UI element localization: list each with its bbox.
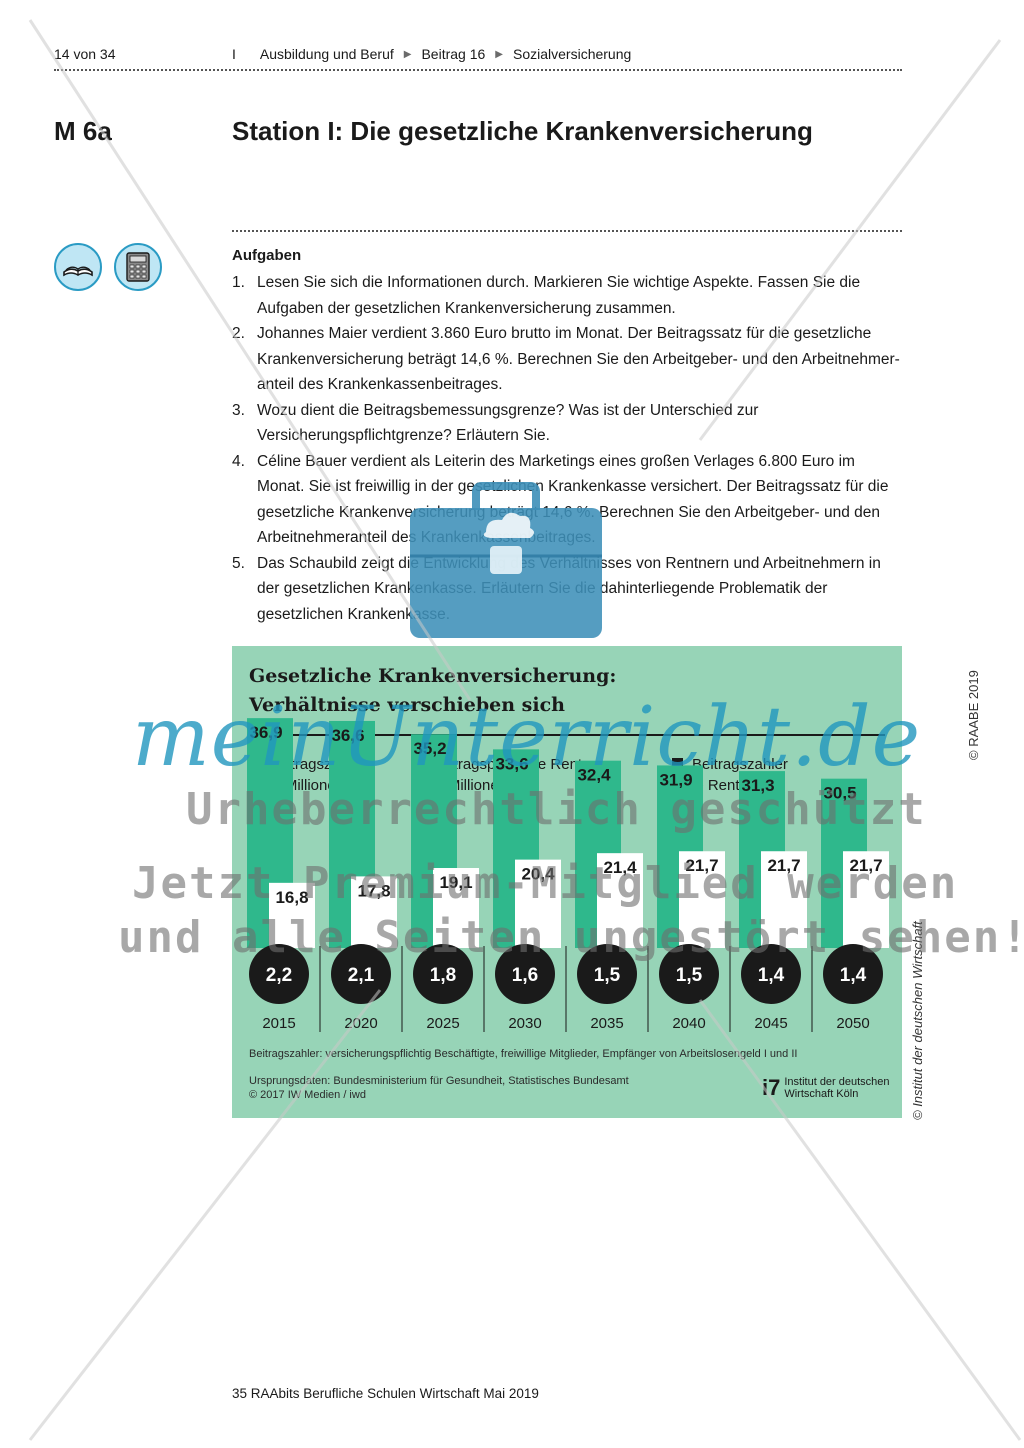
calculator-icon <box>114 243 162 291</box>
section-divider <box>232 230 902 232</box>
x-tick-label: 2020 <box>344 1015 377 1032</box>
triangle-right-icon: ▶ <box>403 48 412 60</box>
breadcrumb: I Ausbildung und Beruf ▶ Beitrag 16 ▶ So… <box>232 46 631 62</box>
bar-label-rentner: 19,1 <box>439 873 472 892</box>
bar-chart: 36,9 16,8 2,2 2015 36,6 17,8 2,1 2020 35,2 19,1 1,… <box>247 718 889 1032</box>
task-number: 4. <box>232 452 245 470</box>
chart-panel: Gesetzliche Krankenversicherung: Verhält… <box>232 646 902 1118</box>
task-text: Johannes Maier verdient 3.860 Euro brutt… <box>257 325 900 393</box>
task-number: 1. <box>232 274 245 291</box>
ratio-label: 1,8 <box>430 965 456 986</box>
watermark-text: Urheberrechtlich geschützt <box>186 784 927 835</box>
bar-rentner <box>679 851 725 948</box>
bar-label-beitragszahler: 30,5 <box>823 784 856 803</box>
x-tick-label: 2035 <box>590 1015 623 1032</box>
bar-rentner <box>843 851 889 948</box>
triangle-right-icon: ▶ <box>495 48 503 60</box>
x-tick-label: 2030 <box>508 1015 541 1032</box>
chart-footnote: Beitragszahler: versicherungspflichtig B… <box>249 1048 798 1060</box>
ratio-label: 2,2 <box>266 965 292 986</box>
iw-logo-mark: i7 <box>762 1075 781 1100</box>
task-number: 3. <box>232 401 245 419</box>
bar-label-beitragszahler: 31,9 <box>659 770 692 789</box>
bar-label-rentner: 21,7 <box>767 856 800 875</box>
ratio-circle <box>331 944 391 1004</box>
breadcrumb-item: Beitrag 16 <box>421 46 486 62</box>
bar-label-rentner: 20,4 <box>521 865 555 884</box>
x-tick-label: 2015 <box>262 1015 295 1032</box>
copyright-raabe: © RAABE 2019 <box>966 670 981 760</box>
ratio-circle <box>659 944 719 1004</box>
breadcrumb-section: I <box>232 46 236 62</box>
ratio-circle <box>495 944 555 1004</box>
bar-label-beitragszahler: 31,3 <box>741 776 774 795</box>
book-icon <box>54 243 102 291</box>
bar-rentner <box>597 853 643 948</box>
chart-title-rule <box>249 734 885 736</box>
ratio-label: 1,4 <box>758 965 785 986</box>
ratio-circle <box>413 944 473 1004</box>
bar-label-beitragszahler: 33,6 <box>495 754 528 773</box>
breadcrumb-item: Ausbildung und Beruf <box>259 46 394 62</box>
bar-label-rentner: 21,4 <box>603 858 637 877</box>
task-item: 3. Wozu dient die Beitragsbemessungsgrenz… <box>232 398 904 449</box>
bar-label-beitragszahler: 36,6 <box>331 726 364 745</box>
x-tick-label: 2025 <box>426 1015 459 1032</box>
x-tick-label: 2050 <box>836 1015 869 1032</box>
bar-label-rentner: 17,8 <box>357 881 390 900</box>
bar-rentner <box>269 882 315 948</box>
x-tick-label: 2045 <box>754 1015 787 1032</box>
ratio-circle <box>577 944 637 1004</box>
material-label: M 6a <box>54 116 112 146</box>
task-item: 2. Johannes Maier verdient 3.860 Euro bru… <box>232 321 904 398</box>
bar-label-rentner: 21,7 <box>685 856 718 875</box>
bar-rentner <box>515 859 561 948</box>
briefcase-icon <box>410 482 602 638</box>
source-line: © 2017 IW Medien / iwd <box>249 1089 366 1101</box>
ratio-circle <box>823 944 883 1004</box>
publisher-line: Institut der deutschen <box>784 1076 890 1088</box>
legend-swatch <box>672 758 683 769</box>
header-divider <box>54 69 902 71</box>
legend-label: Beitragszahler <box>692 756 788 773</box>
task-number: 2. <box>232 325 245 342</box>
page-title: Station I: Die gesetzliche Krankenversic… <box>232 116 813 146</box>
ratio-label: 1,5 <box>594 965 621 986</box>
ratio-label: 1,5 <box>676 965 703 986</box>
bar-label-beitragszahler: 35,2 <box>413 739 446 758</box>
watermark-text: und alle Seiten ungestört sehen! <box>118 912 1024 963</box>
bar-label-beitragszahler: 36,9 <box>249 723 282 742</box>
task-number: 5. <box>232 554 245 572</box>
source-line: Ursprungsdaten: Bundesministerium für Ge… <box>249 1075 629 1087</box>
watermark-text: Jetzt Premium-Mitglied werden <box>132 858 959 909</box>
ratio-circle <box>249 944 309 1004</box>
bar-label-rentner: 16,8 <box>275 888 308 907</box>
publisher-line: Wirtschaft Köln <box>784 1088 859 1100</box>
task-text: Wozu dient die Beitragsbemessungsgrenze?… <box>257 401 759 445</box>
ratio-circle <box>741 944 801 1004</box>
page-number: 14 von 34 <box>54 46 116 62</box>
chart-source: Ursprungsdaten: Bundesministerium für Ge… <box>249 1074 629 1102</box>
bar-label-rentner: 21,7 <box>849 856 882 875</box>
bar-rentner <box>433 868 479 948</box>
tasks-heading: Aufgaben <box>232 247 302 264</box>
x-tick-label: 2040 <box>672 1015 705 1032</box>
watermark-brand: meinUnterricht.de <box>132 690 922 785</box>
ratio-label: 1,4 <box>840 965 867 986</box>
breadcrumb-item: Sozialversicherung <box>513 46 632 62</box>
bar-label-beitragszahler: 32,4 <box>577 766 611 785</box>
bar-rentner <box>761 851 807 948</box>
ratio-label: 2,1 <box>348 965 375 986</box>
task-item: 1. Lesen Sie sich die Informationen durch… <box>232 270 904 321</box>
bar-rentner <box>351 876 397 948</box>
footer: 35 RAAbits Berufliche Schulen Wirtschaft… <box>232 1386 539 1401</box>
ratio-label: 1,6 <box>512 965 538 986</box>
task-text: Lesen Sie sich die Informationen durch. … <box>257 274 861 317</box>
